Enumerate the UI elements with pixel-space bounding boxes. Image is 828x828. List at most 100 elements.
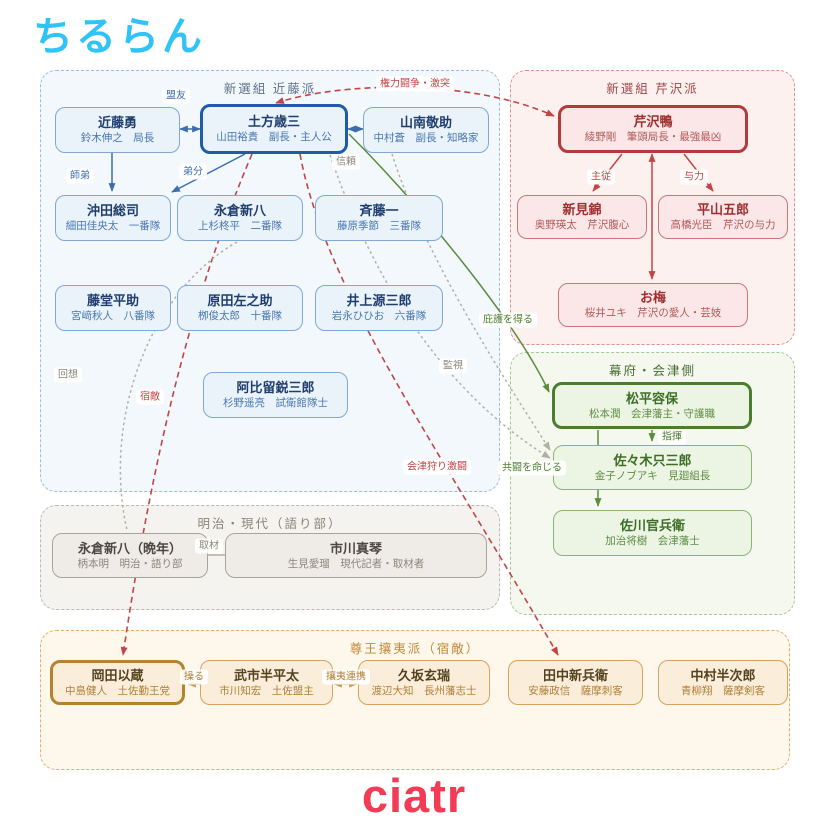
relation-label: 盟友	[162, 88, 190, 104]
actor-and-role: 高橋光臣 芹沢の与力	[670, 219, 776, 232]
connector-line	[329, 154, 551, 459]
actor-and-role: 桜井ユキ 芹沢の愛人・芸妓	[584, 307, 722, 320]
relation-label: 庇護を得る	[479, 312, 537, 328]
actor-and-role: 宮﨑秋人 八番隊	[71, 310, 155, 323]
character-card-inoue-genzaburo: 井上源三郎岩永ひひお 六番隊	[315, 285, 443, 331]
relation-label: 弟分	[179, 164, 207, 180]
character-card-saito-hajime: 斉藤一藤原季節 三番隊	[315, 195, 443, 241]
character-card-todo-heisuke: 藤堂平助宮﨑秋人 八番隊	[55, 285, 171, 331]
character-name: 永倉新八（晩年）	[77, 540, 182, 556]
actor-and-role: 柄本明 明治・語り部	[77, 557, 183, 570]
relation-label: 共闘を命じる	[498, 460, 566, 476]
relation-label: 与力	[680, 169, 708, 185]
relation-label: 回想	[54, 367, 82, 383]
character-card-nakamura-hanjiro: 中村半次郎青柳翔 薩摩剣客	[658, 660, 788, 705]
character-card-nagakura-shinpachi-rounen: 永倉新八（晩年）柄本明 明治・語り部	[52, 533, 208, 578]
character-card-hijikata-toshizo: 土方歳三山田裕貴 副長・主人公	[200, 104, 348, 154]
actor-and-role: 鈴木伸之 局長	[80, 132, 155, 145]
character-card-matsudaira-katamori: 松平容保松本潤 会津藩主・守護職	[552, 382, 752, 429]
group-title: 新選組 近藤派	[223, 82, 317, 96]
actor-and-role: 細田佳央太 一番隊	[65, 220, 161, 233]
actor-and-role: 市川知宏 土佐盟主	[219, 684, 314, 697]
character-name: 阿比留鋭三郎	[236, 380, 315, 396]
character-card-okada-izo: 岡田以蔵中島健人 土佐勤王党	[50, 660, 185, 705]
relation-label: 師弟	[66, 168, 94, 184]
relation-label: 主従	[587, 169, 615, 185]
character-name: 佐々木只三郎	[613, 452, 692, 468]
group-title: 新選組 芹沢派	[606, 82, 699, 96]
character-card-harada-sanosuke: 原田左之助栁俊太郎 十番隊	[177, 285, 303, 331]
actor-and-role: 山田裕貴 副長・主人公	[216, 131, 332, 144]
relation-label: 会津狩り激闘	[403, 459, 471, 475]
character-name: 中村半次郎	[690, 667, 756, 683]
relation-label: 指揮	[658, 429, 686, 445]
character-card-yamanami-keisuke: 山南敬助中村蒼 副長・知略家	[363, 107, 489, 153]
character-card-tanaka-shinbei: 田中新兵衛安藤政信 薩摩刺客	[508, 660, 643, 705]
relation-label: 攘夷連携	[322, 669, 370, 685]
character-card-nagakura-shinpachi: 永倉新八上杉柊平 二番隊	[177, 195, 303, 241]
actor-and-role: 青柳翔 薩摩剣客	[681, 684, 765, 697]
character-name: 沖田総司	[86, 203, 139, 219]
character-card-sagawa-kanbei: 佐川官兵衛加治将樹 会津藩士	[553, 510, 752, 556]
actor-and-role: 奥野瑛太 芹沢腹心	[534, 219, 630, 232]
connector-line	[171, 153, 246, 193]
character-card-hirayama-goro: 平山五郎高橋光臣 芹沢の与力	[658, 195, 788, 239]
character-card-abiru-eizaburo: 阿比留鋭三郎杉野遥亮 試衛館隊士	[203, 372, 348, 418]
character-name: お梅	[639, 290, 666, 306]
actor-and-role: 生見愛瑠 現代記者・取材者	[287, 557, 425, 570]
group-title: 明治・現代（語り部）	[197, 517, 343, 531]
relation-label: 信頼	[332, 154, 360, 170]
character-name: 平山五郎	[696, 202, 749, 218]
character-name: 芹沢鴨	[633, 114, 673, 130]
character-name: 井上源三郎	[346, 293, 412, 309]
actor-and-role: 栁俊太郎 十番隊	[198, 310, 282, 323]
actor-and-role: 安藤政信 薩摩刺客	[528, 684, 623, 697]
actor-and-role: 加治将樹 会津藩士	[605, 535, 700, 548]
character-card-ichikawa-makoto: 市川真琴生見愛瑠 現代記者・取材者	[225, 533, 487, 578]
character-name: 武市半平太	[233, 667, 299, 683]
character-name: 松平容保	[625, 390, 678, 406]
character-name: 近藤勇	[97, 115, 137, 131]
character-card-kondo-isami: 近藤勇鈴木伸之 局長	[55, 107, 180, 153]
actor-and-role: 岩永ひひお 六番隊	[331, 310, 427, 323]
actor-and-role: 上杉柊平 二番隊	[198, 220, 282, 233]
character-card-okita-soji: 沖田総司細田佳央太 一番隊	[55, 195, 171, 241]
character-card-kusaka-genzui: 久坂玄瑞渡辺大知 長州藩志士	[358, 660, 490, 705]
connector-line	[348, 133, 550, 393]
actor-and-role: 渡辺大知 長州藩志士	[371, 684, 477, 697]
actor-and-role: 中村蒼 副長・知略家	[373, 132, 479, 145]
relation-label: 宿敵	[136, 389, 164, 405]
character-name: 山南敬助	[399, 115, 452, 131]
actor-and-role: 松本潤 会津藩主・守護職	[589, 407, 715, 420]
actor-and-role: 中島健人 土佐勤王党	[65, 684, 170, 697]
site-title: ちるらん	[33, 15, 205, 59]
character-card-oume: お梅桜井ユキ 芹沢の愛人・芸妓	[558, 283, 748, 327]
character-name: 斉藤一	[359, 203, 399, 219]
group-title: 幕府・会津側	[608, 364, 696, 378]
connector-line	[119, 241, 238, 531]
actor-and-role: 杉野遥亮 試衛館隊士	[223, 397, 328, 410]
character-name: 新見錦	[562, 202, 602, 218]
ciatr-logo: ciatr	[361, 769, 467, 822]
character-name: 土方歳三	[247, 114, 300, 130]
character-name: 岡田以蔵	[91, 667, 144, 683]
group-title: 尊王攘夷派（宿敵）	[349, 642, 481, 656]
actor-and-role: 綾野剛 筆頭局長・最強最凶	[584, 131, 722, 144]
actor-and-role: 金子ノブアキ 見廻組長	[594, 469, 711, 482]
character-name: 永倉新八	[213, 203, 266, 219]
character-name: 久坂玄瑞	[397, 667, 450, 683]
relation-label: 権力闘争・激突	[376, 76, 454, 92]
character-card-niimi-nishiki: 新見錦奥野瑛太 芹沢腹心	[517, 195, 647, 239]
relation-label: 取材	[195, 538, 223, 554]
relation-label: 監視	[439, 358, 467, 374]
relation-label: 操る	[180, 669, 208, 685]
character-card-takechi-hanpeita: 武市半平太市川知宏 土佐盟主	[200, 660, 333, 705]
character-card-sasaki-tadasaburo: 佐々木只三郎金子ノブアキ 見廻組長	[553, 445, 752, 490]
actor-and-role: 藤原季節 三番隊	[337, 220, 421, 233]
character-name: 原田左之助	[207, 293, 273, 309]
character-name: 市川真琴	[329, 540, 382, 556]
character-name: 佐川官兵衛	[619, 518, 685, 534]
character-name: 田中新兵衛	[542, 667, 608, 683]
character-card-serizawa-kamo: 芹沢鴨綾野剛 筆頭局長・最強最凶	[558, 105, 748, 153]
